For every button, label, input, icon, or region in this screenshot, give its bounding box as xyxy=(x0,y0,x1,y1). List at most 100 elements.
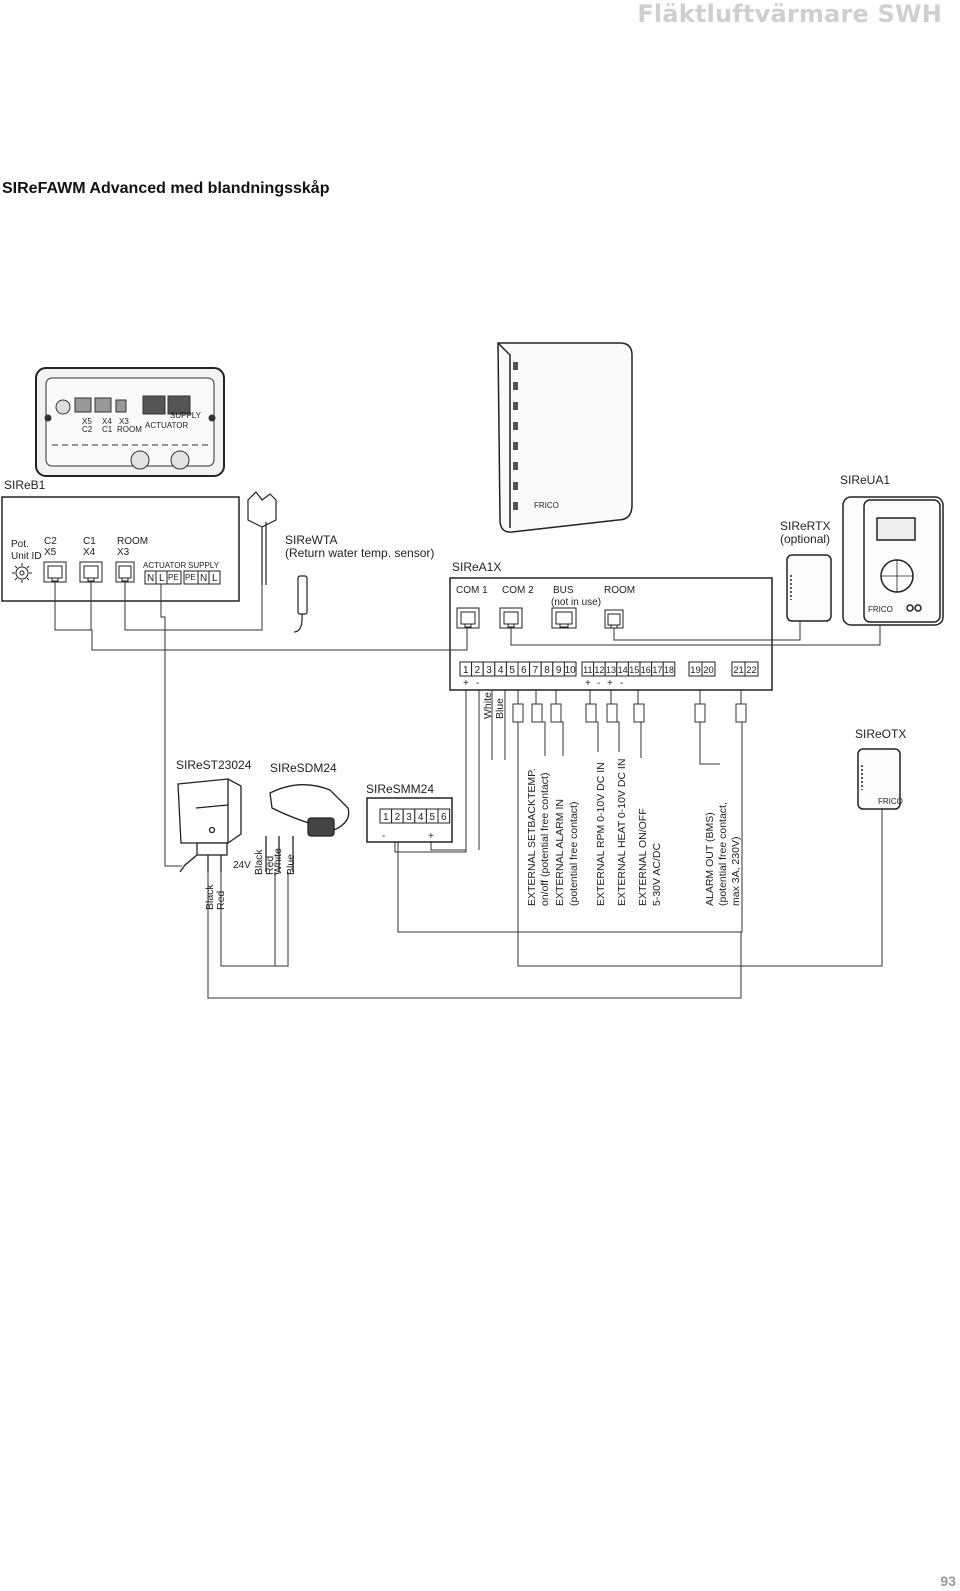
sireb1-socket-x3 xyxy=(115,561,135,583)
sirea1x-bus-label: BUS xyxy=(553,585,574,596)
terminal-label-13: 13 xyxy=(606,665,616,675)
sirertx-device-drawing xyxy=(786,554,832,622)
func-alarm-in-2: (potential free contact) xyxy=(568,802,580,906)
wire-ferrules xyxy=(512,703,747,723)
brand-header: Fläktluftvärmare SWH xyxy=(637,0,942,28)
func-alarm-out-2: (potential free contact, xyxy=(717,802,729,906)
sireb1-pot-icon xyxy=(12,563,32,583)
sireb1-sup-pe: PE xyxy=(185,573,196,582)
sireb1-x4-label: X4 xyxy=(83,547,96,558)
sireb1-actuator-terminals xyxy=(144,570,182,585)
sirest-label: SIReST23024 xyxy=(176,758,252,772)
terminal-label-8: 8 xyxy=(544,665,550,676)
sireb1-act-l: L xyxy=(159,573,165,584)
func-rpm: EXTERNAL RPM 0-10V DC IN xyxy=(595,762,607,906)
terminal-box-20 xyxy=(701,661,716,677)
terminal-label-7: 7 xyxy=(533,665,539,676)
terminal-label-9: 9 xyxy=(556,665,562,676)
sirea1x-room-label: ROOM xyxy=(604,585,635,596)
terminal-label-14: 14 xyxy=(618,665,628,675)
sireb1-room-label: ROOM xyxy=(117,536,148,547)
func-heat: EXTERNAL HEAT 0-10V DC IN xyxy=(616,759,628,906)
terminal-label-10: 10 xyxy=(565,665,577,676)
sirea1x-com2-label: COM 2 xyxy=(502,585,534,596)
sireua1-logo: FRICO xyxy=(868,605,893,614)
sireb1-socket-x4 xyxy=(79,561,103,583)
sireotx-device-drawing xyxy=(857,748,901,810)
sireb1-x3-label: X3 xyxy=(117,547,130,558)
terminal-label-16: 16 xyxy=(641,665,651,675)
siresdm-red: Red xyxy=(264,856,276,875)
func-setback-2: on/off (potential free contact) xyxy=(539,773,551,906)
smm-terminal-label-2: 2 xyxy=(395,812,401,823)
siresdm-black: Black xyxy=(253,849,265,875)
wire-blue-label: Blue xyxy=(494,698,506,719)
sireb1-sup-n: N xyxy=(200,573,207,584)
terminal-2-minus: - xyxy=(476,678,479,689)
sireb1-c1-label: C1 xyxy=(83,536,96,547)
siresdm-actuator-drawing xyxy=(265,784,350,872)
pcb-silk-x3: X3 xyxy=(119,417,129,426)
terminal-label-2: 2 xyxy=(475,665,481,676)
sireb1-socket-x5 xyxy=(43,561,67,583)
pcb-silk-actuator: ACTUATOR xyxy=(145,421,188,430)
sireb1-pcb-drawing xyxy=(35,367,225,477)
sirea1x-label: SIReA1X xyxy=(452,560,501,574)
sireb1-actuator-label: ACTUATOR xyxy=(143,561,186,570)
func-alarm-out-1: ALARM OUT (BMS) xyxy=(704,812,716,906)
siresdm-label: SIReSDM24 xyxy=(270,761,337,775)
sireua1-label: SIReUA1 xyxy=(840,473,890,487)
terminal-label-5: 5 xyxy=(509,665,515,676)
sireotx-logo: FRICO xyxy=(878,797,903,806)
pcb-silk-c2: C2 xyxy=(82,425,93,434)
sirewta-desc: (Return water temp. sensor) xyxy=(285,546,434,560)
sireb1-x5-label: X5 xyxy=(44,547,57,558)
sirea1x-socket-room xyxy=(604,609,624,629)
terminal-box-22 xyxy=(744,661,759,677)
smm-terminal-box-6 xyxy=(437,808,451,824)
sireb1-pot-label: Pot. xyxy=(11,539,29,550)
terminal-13-plus: + xyxy=(607,678,613,689)
terminal-14-minus: - xyxy=(620,678,623,689)
func-alarm-out-3: max 3A, 230V) xyxy=(730,837,742,906)
sirertx-note: (optional) xyxy=(780,532,830,546)
terminal-12-minus: - xyxy=(597,678,600,689)
smm-terminal-label-4: 4 xyxy=(418,812,424,823)
terminal-label-20: 20 xyxy=(703,665,714,676)
sirest-valve-drawing xyxy=(177,778,242,873)
siresmm-minus: - xyxy=(382,831,385,842)
sireb1-act-n: N xyxy=(147,573,154,584)
terminal-label-18: 18 xyxy=(664,665,674,675)
terminal-label-19: 19 xyxy=(690,665,701,676)
pcb-silk-x4: X4 xyxy=(102,417,112,426)
sirewta-sensor-drawing xyxy=(293,575,308,633)
sirea1x-socket-com2 xyxy=(499,607,523,629)
terminal-box-10 xyxy=(563,661,577,677)
siresdm-blue: Blue xyxy=(285,854,297,875)
sirea1x-enclosure-drawing xyxy=(497,342,633,533)
sirest-voltage: 24V xyxy=(233,860,251,871)
page-title: SIReFAWM Advanced med blandningsskåp xyxy=(2,180,330,197)
page-number: 93 xyxy=(940,1573,956,1589)
func-onoff-2: 5-30V AC/DC xyxy=(651,843,663,906)
siresdm-white: White xyxy=(272,848,284,875)
smm-terminal-label-5: 5 xyxy=(429,812,435,823)
terminal-label-4: 4 xyxy=(498,665,504,676)
sireb1-c2-label: C2 xyxy=(44,536,57,547)
sirea1x-socket-com1 xyxy=(456,607,480,629)
sirea1x-logo: FRICO xyxy=(534,501,559,510)
smm-terminal-label-6: 6 xyxy=(441,812,447,823)
terminal-label-1: 1 xyxy=(463,665,469,676)
pcb-silk-c1: C1 xyxy=(102,425,113,434)
sireotx-label: SIReOTX xyxy=(855,727,906,741)
sirest-red: Red xyxy=(215,891,227,910)
terminal-label-6: 6 xyxy=(521,665,527,676)
pcb-silk-x5: X5 xyxy=(82,417,92,426)
sirewta-label: SIReWTA xyxy=(285,533,337,547)
terminal-label-3: 3 xyxy=(486,665,492,676)
terminal-label-12: 12 xyxy=(594,665,604,675)
terminal-11-plus: + xyxy=(585,678,591,689)
